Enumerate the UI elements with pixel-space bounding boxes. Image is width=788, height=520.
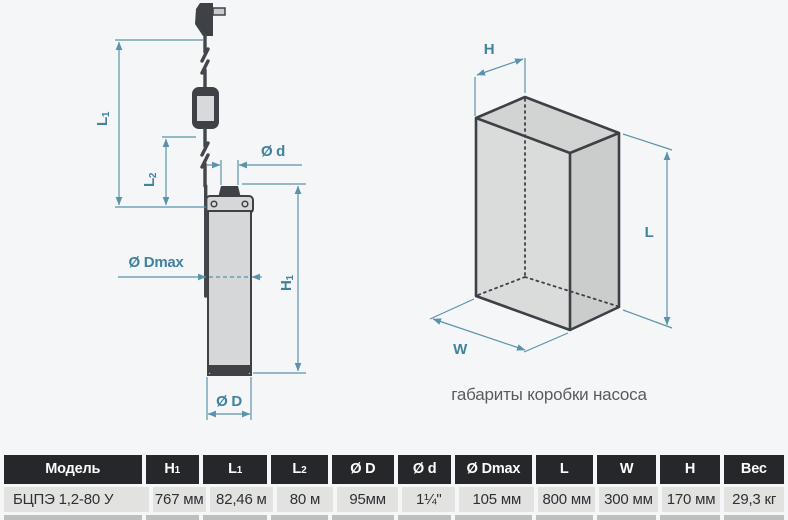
box-w-dim-line xyxy=(432,318,526,351)
pump-bottom-cap xyxy=(208,365,251,375)
cell-dsmall: 1¼" xyxy=(402,487,456,512)
col-header-weight: Вес xyxy=(723,455,784,484)
cell-h: 170 мм xyxy=(661,487,721,512)
box-dimensions: H L W xyxy=(429,41,673,358)
l2-label: L2 xyxy=(141,172,159,187)
power-cable xyxy=(200,34,210,90)
d-max-label: Ø Dmax xyxy=(129,254,185,271)
cell-model: БЦПЭ 1,2-80 У xyxy=(4,487,149,512)
col-header-h1: H1 xyxy=(145,455,199,484)
cell-l2: 80 м xyxy=(277,487,333,512)
box-right-face xyxy=(570,133,619,330)
col-header-dbig: Ø D xyxy=(331,455,394,484)
col-header-dsmall: Ø d xyxy=(397,455,452,484)
l1-label: L1 xyxy=(94,111,112,126)
box-h-label: H xyxy=(484,41,495,58)
spec-table: Модель H1 L1 L2 Ø D Ø d Ø Dmax L W H Вес… xyxy=(0,455,788,520)
pump-body xyxy=(207,210,252,376)
col-header-l1: L1 xyxy=(202,455,268,484)
col-header-h: H xyxy=(660,455,720,484)
cell-h1: 767 мм xyxy=(152,487,206,512)
cell-l: 800 мм xyxy=(538,487,596,512)
cell-l1: 82,46 м xyxy=(209,487,274,512)
box-drawing xyxy=(474,95,621,332)
pump-drawing xyxy=(192,3,254,376)
col-header-dmax: Ø Dmax xyxy=(455,455,532,484)
h1-label: H1 xyxy=(278,274,296,291)
cell-dbig: 95мм xyxy=(336,487,399,512)
cell-w: 300 мм xyxy=(599,487,658,512)
box-h-dim-line xyxy=(476,58,524,76)
box-l-label: L xyxy=(645,224,654,241)
cell-weight: 29,3 кг xyxy=(724,487,784,512)
box-front-face xyxy=(476,118,570,330)
spec-table-row: БЦПЭ 1,2-80 У 767 мм 82,46 м 80 м 95мм 1… xyxy=(0,484,788,512)
spec-table-header: Модель H1 L1 L2 Ø D Ø d Ø Dmax L W H Вес xyxy=(0,455,788,484)
box-edges xyxy=(474,95,621,332)
d-outlet-label: Ø d xyxy=(261,143,285,160)
col-header-l: L xyxy=(535,455,593,484)
power-cable-lower xyxy=(200,127,210,188)
col-header-w: W xyxy=(596,455,657,484)
box-caption: габариты коробки насоса xyxy=(451,385,647,404)
capacitor-window xyxy=(197,96,214,121)
screw-hole-right xyxy=(241,200,249,208)
plug-prong-icon xyxy=(212,7,226,16)
dimension-diagrams: L1 L2 H1 Ø d Ø Dmax Ø D xyxy=(94,3,673,420)
col-header-model: Модель xyxy=(4,455,142,484)
box-top-face xyxy=(476,97,619,153)
col-header-l2: L2 xyxy=(271,455,328,484)
pump-dimensions: L1 L2 H1 Ø d Ø Dmax Ø D xyxy=(94,39,306,420)
spec-table-next-row-partial xyxy=(0,512,788,520)
box-w-label: W xyxy=(453,341,468,358)
cell-dmax: 105 мм xyxy=(459,487,535,512)
screw-hole-left xyxy=(210,200,218,208)
d-body-label: Ø D xyxy=(216,393,242,410)
power-plug-icon xyxy=(195,3,213,36)
